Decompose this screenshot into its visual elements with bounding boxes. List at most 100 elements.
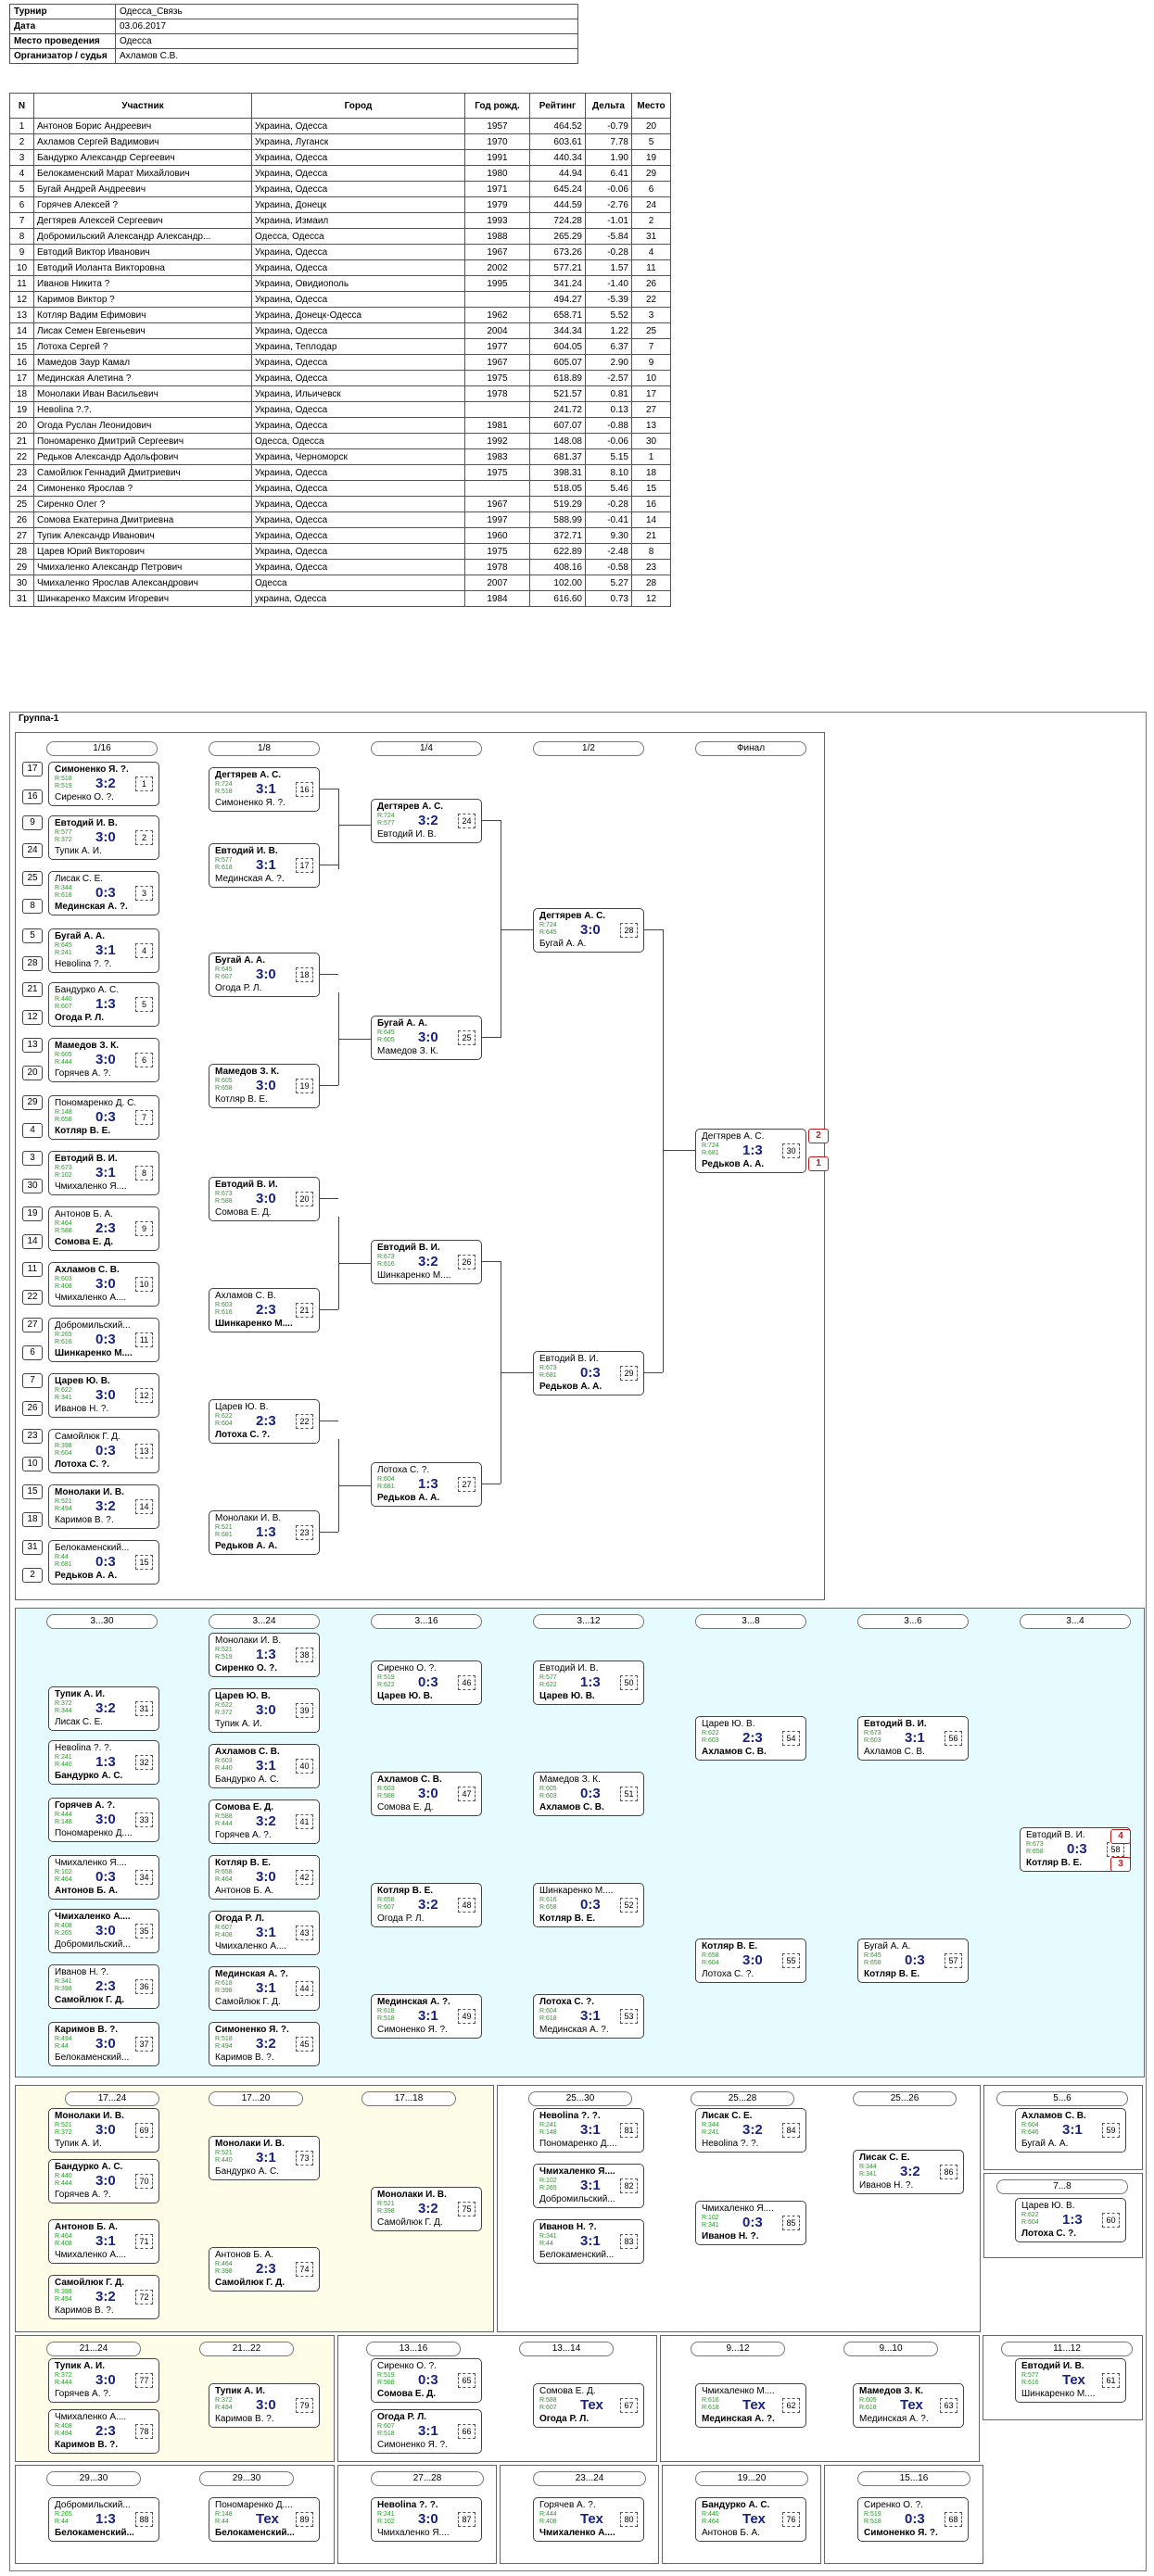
connector-line: [663, 929, 664, 1372]
player-two-rating: R:658: [1026, 1849, 1044, 1855]
player-one-name: Бандурко А. С.: [55, 985, 119, 995]
player-two-rating: R:607: [55, 1004, 72, 1010]
match-score: 3:2: [418, 1897, 438, 1913]
player-one-rating: R:521: [55, 2122, 72, 2128]
player-two-name: Каримов В. ?.: [55, 2305, 114, 2316]
table-cell: 398.31: [529, 464, 586, 481]
match-score: 3:1: [256, 1980, 276, 1996]
match-score: 3:0: [95, 2372, 116, 2388]
table-cell: 18: [9, 385, 34, 402]
table-cell: 2.90: [585, 354, 632, 371]
player-one-name: Пономаренко Д....: [215, 2500, 293, 2510]
